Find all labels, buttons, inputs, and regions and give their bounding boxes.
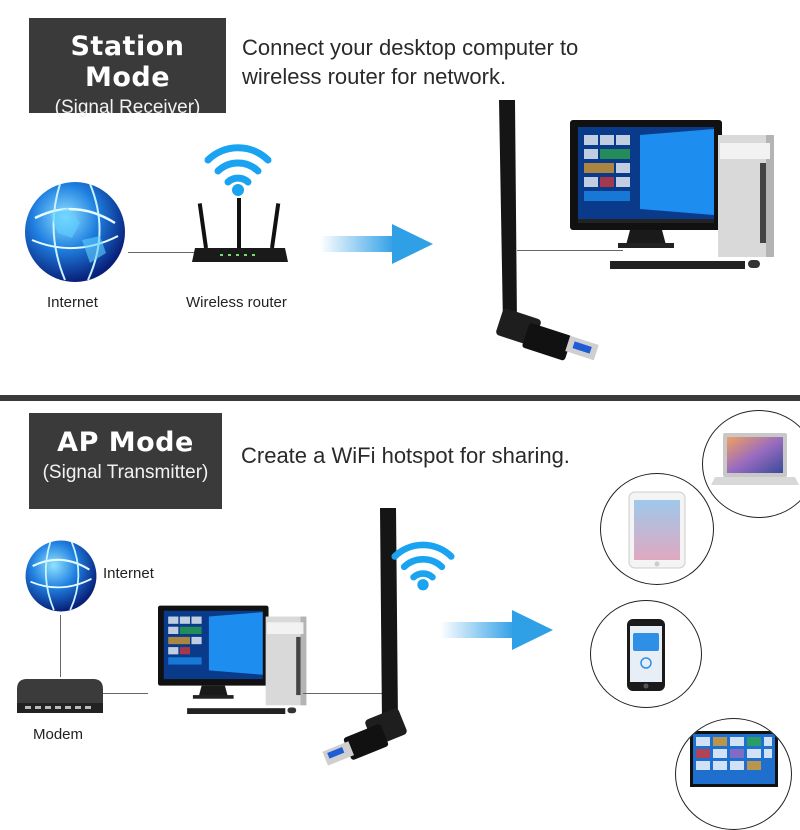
modem-label: Modem: [33, 726, 84, 743]
usb-wifi-adapter: [495, 100, 605, 375]
smartphone-icon: [627, 619, 665, 691]
laptop-icon: [711, 433, 799, 485]
usb-wifi-adapter: [318, 508, 408, 778]
ap-mode-subtitle: (Signal Transmitter): [42, 462, 209, 483]
section-divider: [0, 395, 800, 401]
connection-line: [60, 615, 61, 677]
connection-line: [517, 250, 623, 251]
connection-line: [103, 693, 148, 694]
tablet-device: [600, 473, 714, 585]
wireless-router-icon: [190, 198, 290, 268]
ap-mode-description: Create a WiFi hotspot for sharing.: [241, 443, 570, 468]
station-mode-title: Station Mode: [70, 31, 185, 93]
connection-line: [128, 252, 198, 253]
wifi-icon: [390, 535, 456, 593]
wireless-router-label: Wireless router: [186, 294, 287, 311]
desktop-computer-icon: [570, 115, 790, 280]
tablet-icon: [628, 491, 686, 569]
station-mode-header: Station Mode (Signal Receiver): [29, 18, 226, 118]
ap-mode-title: AP Mode: [57, 427, 194, 458]
globe-icon: [22, 537, 100, 615]
ap-mode-header: AP Mode (Signal Transmitter): [29, 413, 222, 509]
arrow-icon: [440, 608, 555, 652]
internet-label: Internet: [47, 294, 98, 311]
modem-icon: [15, 675, 105, 717]
smartphone-device: [590, 600, 702, 708]
station-mode-description: Connect your desktop computer to wireles…: [242, 35, 579, 89]
globe-icon: [20, 178, 130, 286]
connection-line: [303, 693, 385, 694]
laptop-device: [702, 410, 800, 518]
wifi-icon: [203, 138, 273, 198]
internet-label: Internet: [103, 565, 154, 582]
desktop-computer-icon: [138, 602, 338, 722]
station-mode-subtitle: (Signal Receiver): [54, 97, 201, 118]
smart-tv-icon: [690, 731, 778, 787]
smart-tv-device: [675, 718, 792, 830]
arrow-icon: [320, 222, 435, 266]
